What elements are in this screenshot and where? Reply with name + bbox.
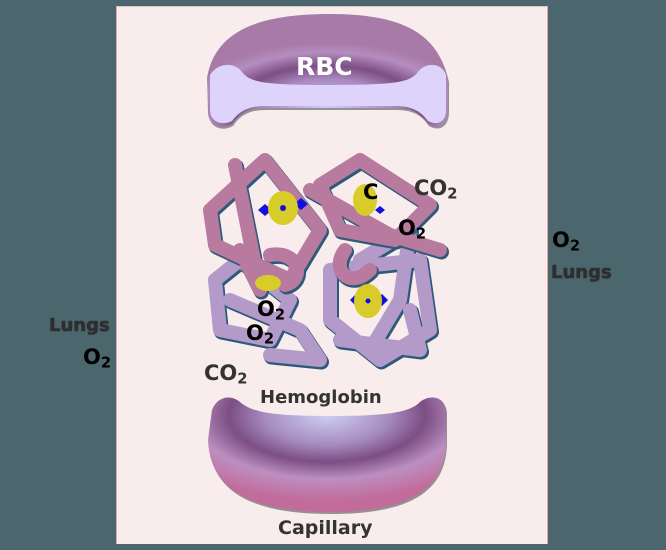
rbc-bottom-cell [208, 397, 447, 514]
capillary-label: Capillary [278, 517, 373, 539]
left-lungs-label: Lungs [49, 315, 110, 336]
rbc-label: RBC [296, 52, 353, 81]
co2-label-bottom: CO2 [204, 361, 248, 388]
o2-label-inner-right: O2 [398, 216, 427, 243]
co2-label-top: CO2 [414, 176, 458, 203]
heme-group-4 [350, 284, 388, 318]
heme-group-3 [255, 275, 281, 291]
right-lungs-label: Lungs [551, 262, 612, 283]
o2-label-partial-top: C [363, 180, 379, 204]
left-o2-label: O2 [83, 345, 112, 372]
right-o2-label: O2 [552, 228, 581, 255]
hemoglobin-molecule [203, 153, 449, 370]
heme-group-1 [258, 191, 308, 225]
o2-label-inner-left-partial: O2 [257, 297, 286, 324]
o2-label-inner-left: O2 [246, 321, 275, 348]
rbc-top-cell [207, 14, 449, 129]
heme-group-2 [353, 184, 385, 216]
hemoglobin-label: Hemoglobin [260, 387, 382, 408]
